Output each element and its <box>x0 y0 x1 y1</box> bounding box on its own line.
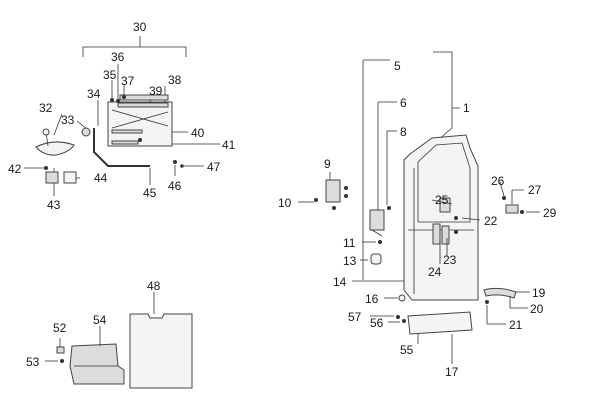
regulator-plate <box>107 101 173 147</box>
callout-29: 29 <box>543 206 557 220</box>
callout-5: 5 <box>394 59 401 73</box>
callout-38: 38 <box>168 73 182 87</box>
callout-24: 24 <box>428 265 442 279</box>
callout-36: 36 <box>111 50 125 64</box>
callout-23: 23 <box>443 253 457 267</box>
callout-52: 52 <box>53 321 67 335</box>
callout-44: 44 <box>94 171 108 185</box>
callout-labels: 30 36 35 37 38 39 32 34 33 40 41 42 44 4… <box>8 20 557 379</box>
hinge <box>325 179 341 203</box>
callout-32: 32 <box>39 101 53 115</box>
callout-34: 34 <box>87 87 101 101</box>
callout-42: 42 <box>8 162 22 176</box>
callout-54: 54 <box>93 313 107 327</box>
door-trim-strip <box>407 311 473 335</box>
callout-40: 40 <box>191 126 205 140</box>
callout-27: 27 <box>528 183 542 197</box>
crank-handle <box>35 141 75 156</box>
callout-33: 33 <box>61 113 75 127</box>
door-assembly-group <box>298 51 540 364</box>
top-rail <box>119 94 169 101</box>
callout-26: 26 <box>491 174 505 188</box>
callout-37: 37 <box>121 74 135 88</box>
callout-56: 56 <box>370 316 384 330</box>
callout-11: 11 <box>343 236 356 250</box>
callout-47: 47 <box>207 160 221 174</box>
callout-46: 46 <box>168 179 182 193</box>
callout-19: 19 <box>532 286 546 300</box>
callout-22: 22 <box>484 214 498 228</box>
callout-20: 20 <box>530 302 544 316</box>
callout-57: 57 <box>348 310 362 324</box>
callout-6: 6 <box>400 96 407 110</box>
callout-10: 10 <box>278 196 292 210</box>
callout-43: 43 <box>47 198 61 212</box>
callout-45: 45 <box>143 186 157 200</box>
callout-53: 53 <box>26 355 40 369</box>
interior-trim-panel <box>129 313 193 389</box>
callout-17: 17 <box>445 365 459 379</box>
callout-35: 35 <box>103 68 117 82</box>
callout-21: 21 <box>509 318 523 332</box>
callout-8: 8 <box>400 125 407 139</box>
callout-41: 41 <box>222 138 236 152</box>
interior-panel-group <box>45 292 193 389</box>
callout-14: 14 <box>333 275 347 289</box>
callout-39: 39 <box>149 84 163 98</box>
callout-16: 16 <box>365 292 379 306</box>
armrest <box>69 343 125 385</box>
callout-13: 13 <box>343 254 357 268</box>
door-shell <box>403 134 479 301</box>
callout-1: 1 <box>463 101 470 115</box>
lower-rail <box>111 129 143 134</box>
window-regulator-group <box>24 36 220 196</box>
callout-9: 9 <box>324 157 331 171</box>
guide-rod <box>93 128 150 167</box>
outer-handle <box>483 287 517 299</box>
callout-55: 55 <box>400 343 414 357</box>
callout-30: 30 <box>133 20 147 34</box>
bezel <box>63 171 77 184</box>
callout-48: 48 <box>147 279 161 293</box>
callout-25: 25 <box>435 193 449 207</box>
